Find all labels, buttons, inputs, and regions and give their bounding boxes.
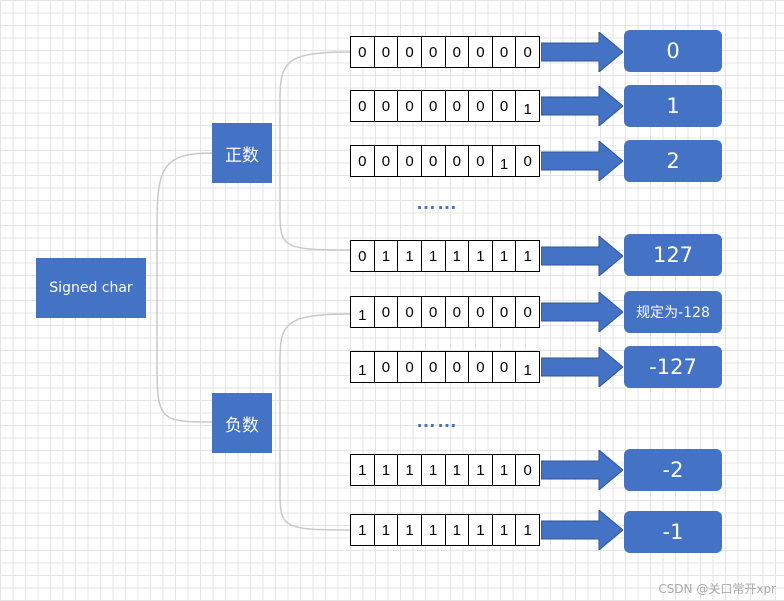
bit-cell: 0 — [422, 297, 446, 327]
bit-cell: 0 — [446, 297, 470, 327]
bit-cell: 0 — [422, 352, 446, 382]
bit-cell: 1 — [523, 362, 532, 379]
bit-cell: 0 — [398, 352, 422, 382]
bit-cell: 0 — [446, 37, 470, 67]
bit-cell: 1 — [469, 515, 493, 545]
bit-cell: 1 — [351, 455, 375, 485]
bit-cell: 0 — [523, 461, 532, 479]
bit-cell: 0 — [351, 146, 375, 176]
bit-cell: 0 — [351, 37, 375, 67]
bit-cell: 0 — [469, 91, 493, 121]
bit-cell: 1 — [422, 455, 446, 485]
right-arrow-icon — [541, 141, 623, 181]
bit-cell: 0 — [375, 146, 399, 176]
bit-cell: 0 — [398, 146, 422, 176]
bit-cell: 1 — [446, 241, 470, 271]
decimal-value-box: -1 — [624, 511, 722, 553]
positive-ellipsis: …… — [416, 192, 458, 214]
bit-cell: 1 — [351, 297, 375, 327]
bit-cell: 1 — [398, 515, 422, 545]
positive-branch-node: 正数 — [212, 123, 272, 183]
bit-cell: 0 — [523, 152, 532, 170]
bit-cell: 0 — [493, 297, 517, 327]
bit-cell: 1 — [375, 455, 399, 485]
bit-cell: 0 — [351, 241, 375, 271]
bit-cell: 0 — [398, 91, 422, 121]
bit-cell: 1 — [446, 455, 470, 485]
bit-cell: 1 — [351, 352, 375, 382]
bit-cell: 0 — [375, 37, 399, 67]
bit-cell: 1 — [375, 515, 399, 545]
bit-cell: 0 — [422, 91, 446, 121]
right-arrow-icon — [541, 32, 623, 72]
bit-cell: 1 — [375, 241, 399, 271]
bit-cell: 0 — [351, 91, 375, 121]
watermark: CSDN @关口常开xpr — [658, 582, 776, 596]
bit-cell: 0 — [469, 297, 493, 327]
decimal-value-box: 0 — [624, 30, 722, 72]
bit-cell: 1 — [469, 455, 493, 485]
right-arrow-icon — [541, 450, 623, 490]
negative-ellipsis: …… — [416, 410, 458, 432]
bit-cell: 0 — [422, 37, 446, 67]
bit-cell: 1 — [523, 101, 532, 118]
bit-cell: 0 — [422, 146, 446, 176]
decimal-value-box: 规定为-128 — [624, 291, 722, 333]
bit-cell: 1 — [446, 515, 470, 545]
bit-cell: 1 — [493, 146, 517, 176]
decimal-value-box: 127 — [624, 234, 722, 276]
bit-cell: 1 — [422, 241, 446, 271]
right-arrow-icon — [541, 86, 623, 126]
bit-cell: 1 — [398, 241, 422, 271]
signed-char-node: Signed char — [36, 258, 146, 318]
negative-branch-node: 负数 — [212, 393, 272, 453]
right-arrow-icon — [541, 236, 623, 276]
bit-cell: 0 — [375, 91, 399, 121]
bit-cell: 0 — [493, 37, 517, 67]
bit-cell: 1 — [398, 455, 422, 485]
bit-cell: 0 — [446, 146, 470, 176]
bit-cell: 0 — [523, 303, 532, 321]
bit-cell: 1 — [351, 515, 375, 545]
right-arrow-icon — [541, 347, 623, 387]
bit-cell: 0 — [375, 297, 399, 327]
bit-cell: 0 — [398, 297, 422, 327]
decimal-value-box: 2 — [624, 140, 722, 182]
bit-cell: 1 — [422, 515, 446, 545]
bit-cell: 0 — [493, 352, 517, 382]
bit-cell: 1 — [493, 515, 517, 545]
bit-cell: 1 — [493, 241, 517, 271]
bit-cell: 0 — [446, 352, 470, 382]
bit-cell: 1 — [469, 241, 493, 271]
bit-cell: 0 — [446, 91, 470, 121]
bit-cell: 0 — [469, 146, 493, 176]
decimal-value-box: 1 — [624, 85, 722, 127]
bit-cell: 1 — [523, 247, 532, 265]
bit-cell: 1 — [523, 521, 532, 539]
right-arrow-icon — [541, 292, 623, 332]
bit-cell: 1 — [493, 455, 517, 485]
decimal-value-box: -2 — [624, 449, 722, 491]
bit-cell: 0 — [398, 37, 422, 67]
right-arrow-icon — [541, 510, 623, 550]
bit-cell: 0 — [469, 352, 493, 382]
bit-cell: 0 — [469, 37, 493, 67]
decimal-value-box: -127 — [624, 346, 722, 388]
bit-cell: 0 — [493, 91, 517, 121]
bit-cell: 0 — [375, 352, 399, 382]
bit-cell: 0 — [523, 43, 532, 61]
